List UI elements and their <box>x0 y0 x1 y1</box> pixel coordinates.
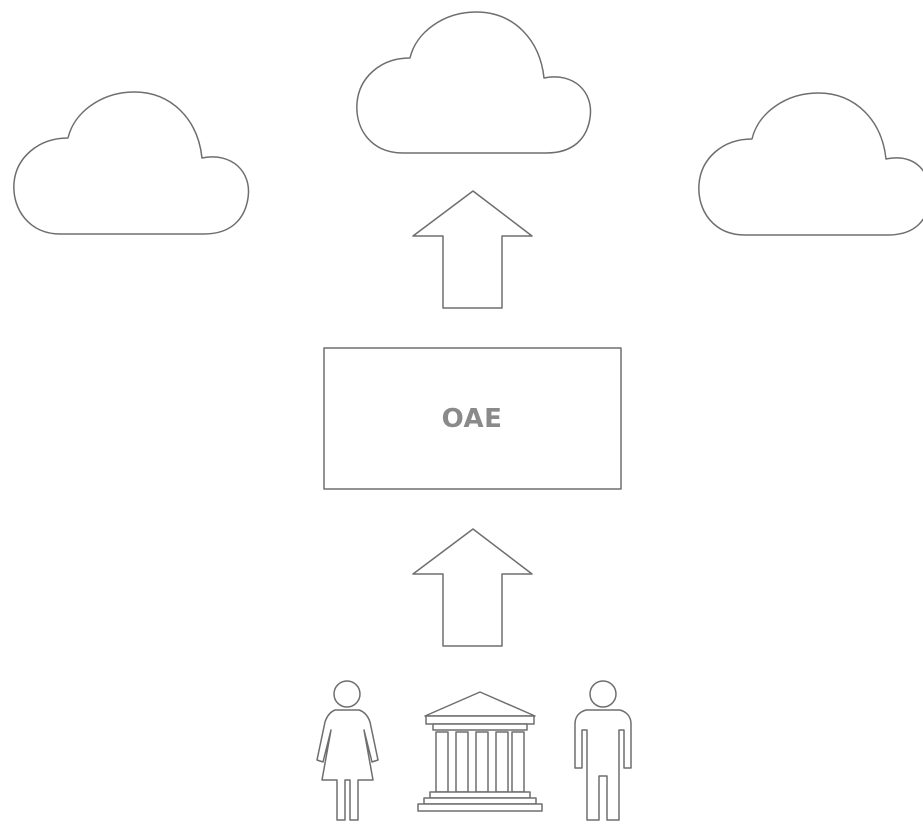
cloud-icon <box>698 92 923 236</box>
woman-icon <box>316 680 379 821</box>
institution-icon <box>417 691 543 812</box>
arrow-up-icon <box>412 190 533 309</box>
cloud-icon <box>13 91 250 235</box>
man-icon <box>574 680 632 821</box>
oae-label: OAE <box>442 404 503 434</box>
oae-box: OAE <box>323 347 622 490</box>
arrow-up-icon <box>412 528 533 647</box>
cloud-icon <box>356 11 592 154</box>
